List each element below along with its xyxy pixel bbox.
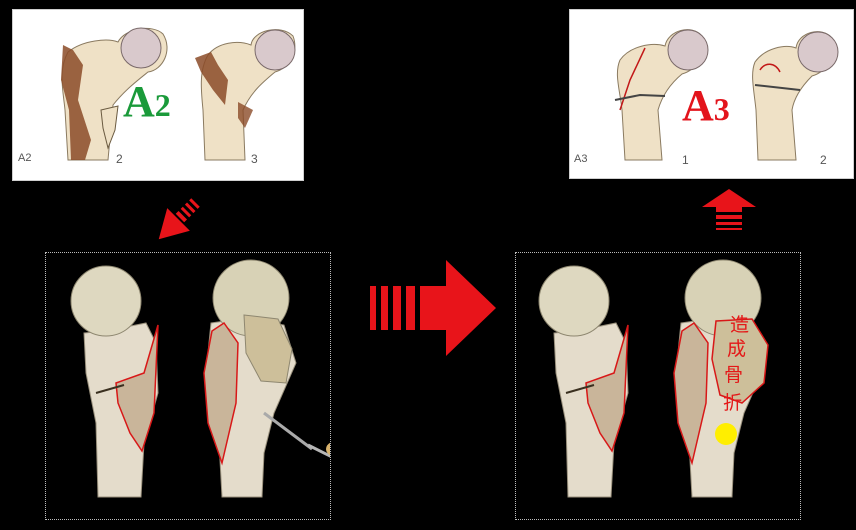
fractured-femur-photo-right bbox=[538, 259, 769, 498]
up-arrow bbox=[702, 189, 756, 230]
annotation-char-3: 骨 bbox=[724, 364, 744, 386]
a2-illustration-panel: A2 2 3 A2 bbox=[12, 9, 304, 181]
annotation-char-1: 造 bbox=[730, 314, 750, 336]
a2-femur-drawing bbox=[61, 27, 296, 161]
a3-figure-number-left: 1 bbox=[682, 153, 689, 167]
a3-femur-drawing bbox=[614, 29, 839, 161]
arrow-stripe bbox=[370, 286, 376, 330]
a2-corner-label: A2 bbox=[18, 152, 32, 164]
center-right-arrow bbox=[370, 260, 496, 356]
a3-corner-label: A3 bbox=[574, 153, 588, 165]
arrow-stripe bbox=[175, 210, 188, 223]
arrow-stripe bbox=[180, 206, 192, 218]
arrow-stripe bbox=[716, 228, 742, 230]
a2-figure-number-left: 2 bbox=[116, 152, 123, 166]
annotation-char-2: 成 bbox=[727, 338, 747, 360]
yellow-marker-dot bbox=[715, 423, 737, 445]
a3-figure-number-right: 2 bbox=[820, 153, 827, 167]
arrow-head bbox=[420, 260, 496, 356]
arrow-head bbox=[158, 208, 190, 240]
arrow-head bbox=[702, 189, 756, 207]
arrow-stripe bbox=[716, 215, 742, 219]
a2-figure-number-right: 3 bbox=[251, 152, 258, 166]
a3-classification-label: A3 bbox=[682, 81, 730, 130]
fractured-femur-photo-left bbox=[70, 259, 330, 498]
arrow-stripe bbox=[406, 286, 415, 330]
bottom-left-photo-panel bbox=[45, 252, 331, 520]
arrow-stripe bbox=[381, 286, 388, 330]
annotation-char-4: 折 bbox=[723, 392, 743, 414]
a2-classification-label: A2 bbox=[123, 77, 171, 126]
arrow-stripe bbox=[716, 207, 742, 212]
bottom-right-photo-panel: 造 成 骨 折 bbox=[515, 252, 801, 520]
arrow-stripe bbox=[189, 198, 200, 209]
arrow-stripe bbox=[184, 202, 196, 214]
arrow-stripe bbox=[716, 222, 742, 225]
down-right-arrow bbox=[158, 198, 200, 240]
a3-illustration-panel: A3 1 2 A3 bbox=[569, 9, 854, 179]
arrow-stripe bbox=[393, 286, 401, 330]
